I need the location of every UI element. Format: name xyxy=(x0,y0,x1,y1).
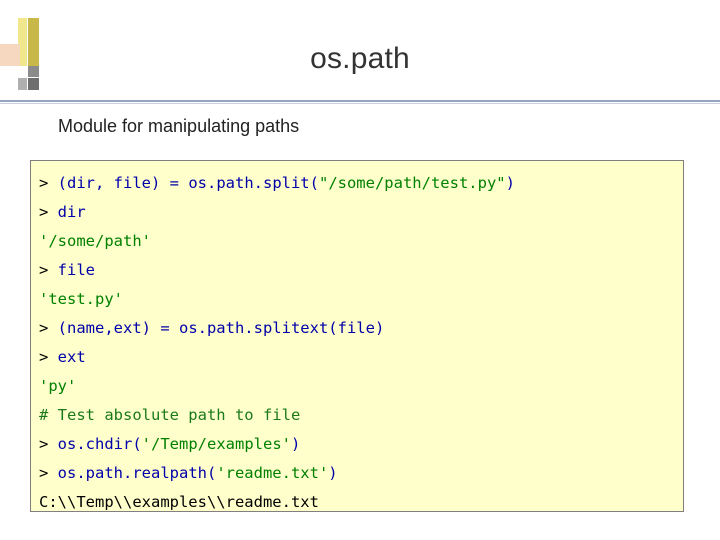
code-segment: os.path.split( xyxy=(188,174,319,192)
code-segment: > xyxy=(39,203,58,221)
code-line: 'test.py' xyxy=(39,285,683,314)
code-segment: ) xyxy=(290,435,301,453)
page-title: os.path xyxy=(310,42,410,75)
code-segment: > xyxy=(39,435,58,453)
subtitle-text: Module for manipulating paths xyxy=(58,116,300,136)
code-segment: "/some/path/test.py" xyxy=(318,174,506,192)
code-segment: ) xyxy=(505,174,515,192)
title-divider xyxy=(0,100,720,102)
deco-block-gray-light xyxy=(18,78,27,90)
decorative-corner-blocks xyxy=(0,18,70,98)
deco-block-gray-dark xyxy=(28,78,39,90)
code-line: > os.path.realpath('readme.txt') xyxy=(39,459,683,488)
deco-block-yellow-light xyxy=(18,18,27,66)
code-line: > ext xyxy=(39,343,683,372)
code-segment: '/some/path' xyxy=(39,232,151,250)
code-segment: 'py' xyxy=(39,377,77,395)
code-segment: ext xyxy=(57,348,86,366)
code-segment: > xyxy=(39,261,58,279)
code-segment: (name,ext) = os.path.splitext(file) xyxy=(57,319,385,337)
code-line: '/some/path' xyxy=(39,227,683,256)
code-segment: os.chdir( xyxy=(57,435,142,453)
deco-block-peach xyxy=(0,44,20,66)
code-line: # Test absolute path to file xyxy=(39,401,683,430)
code-segment: # Test absolute path to file xyxy=(39,406,301,424)
code-segment: (dir, file) = xyxy=(57,174,189,192)
code-segment: > xyxy=(39,319,58,337)
code-segment: > xyxy=(39,348,58,366)
code-segment: > xyxy=(39,464,58,482)
code-segment: 'test.py' xyxy=(39,290,123,308)
code-segment: C:\\Temp\\examples\\readme.txt xyxy=(39,493,319,511)
title-divider-shadow xyxy=(0,103,720,104)
code-line: > (name,ext) = os.path.splitext(file) xyxy=(39,314,683,343)
code-segment: 'readme.txt' xyxy=(216,464,329,482)
code-segment: os.path.realpath( xyxy=(57,464,217,482)
code-block: > (dir, file) = os.path.split("/some/pat… xyxy=(30,160,684,512)
code-line: > (dir, file) = os.path.split("/some/pat… xyxy=(39,169,683,198)
code-segment: dir xyxy=(57,203,86,221)
code-line: 'py' xyxy=(39,372,683,401)
deco-block-yellow-dark xyxy=(28,18,39,66)
code-segment: '/Temp/examples' xyxy=(141,435,291,453)
code-line: > dir xyxy=(39,198,683,227)
deco-block-gray-mid xyxy=(28,66,39,77)
code-line: > os.chdir('/Temp/examples') xyxy=(39,430,683,459)
code-segment: > xyxy=(39,174,58,192)
code-segment: ) xyxy=(328,464,338,482)
code-line: C:\\Temp\\examples\\readme.txt xyxy=(39,488,683,511)
code-segment: file xyxy=(57,261,95,279)
code-line: > file xyxy=(39,256,683,285)
